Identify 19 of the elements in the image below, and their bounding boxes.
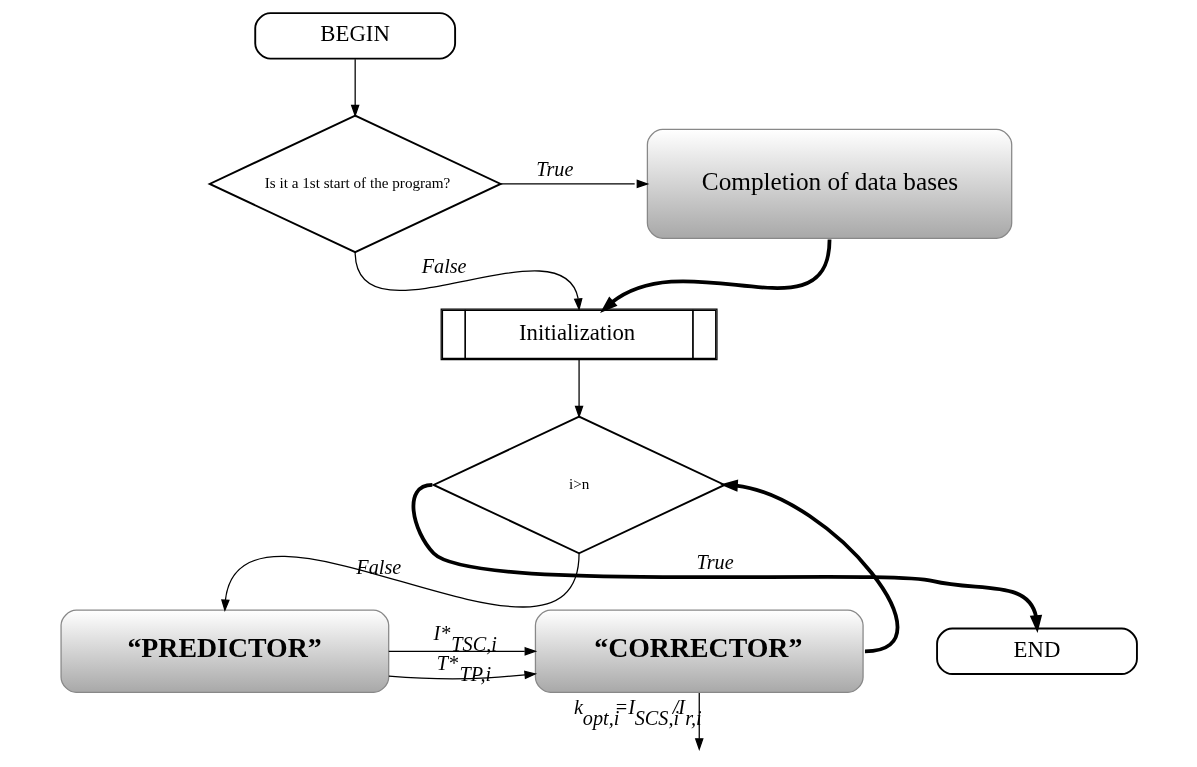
arrow <box>387 670 537 680</box>
arrow <box>220 552 580 613</box>
arrow <box>350 58 360 118</box>
arrow <box>499 179 649 189</box>
node-box: BEGIN <box>253 12 456 60</box>
node-diamond: Is it a 1st start of the program? <box>206 114 503 254</box>
arrow <box>387 646 537 656</box>
arrow <box>719 479 899 654</box>
node-box: “CORRECTOR” <box>534 609 864 694</box>
arrow <box>354 251 583 311</box>
arrow <box>574 359 583 419</box>
arrow <box>599 239 831 313</box>
node-box: “PREDICTOR” <box>59 609 389 694</box>
edge-label: True <box>535 158 573 181</box>
edge-label: False <box>421 254 467 277</box>
node-box: Completion of data bases <box>646 128 1012 239</box>
node-box: END <box>935 627 1138 676</box>
edge-label: False <box>355 555 401 578</box>
node-diamond: i>n <box>430 415 727 555</box>
